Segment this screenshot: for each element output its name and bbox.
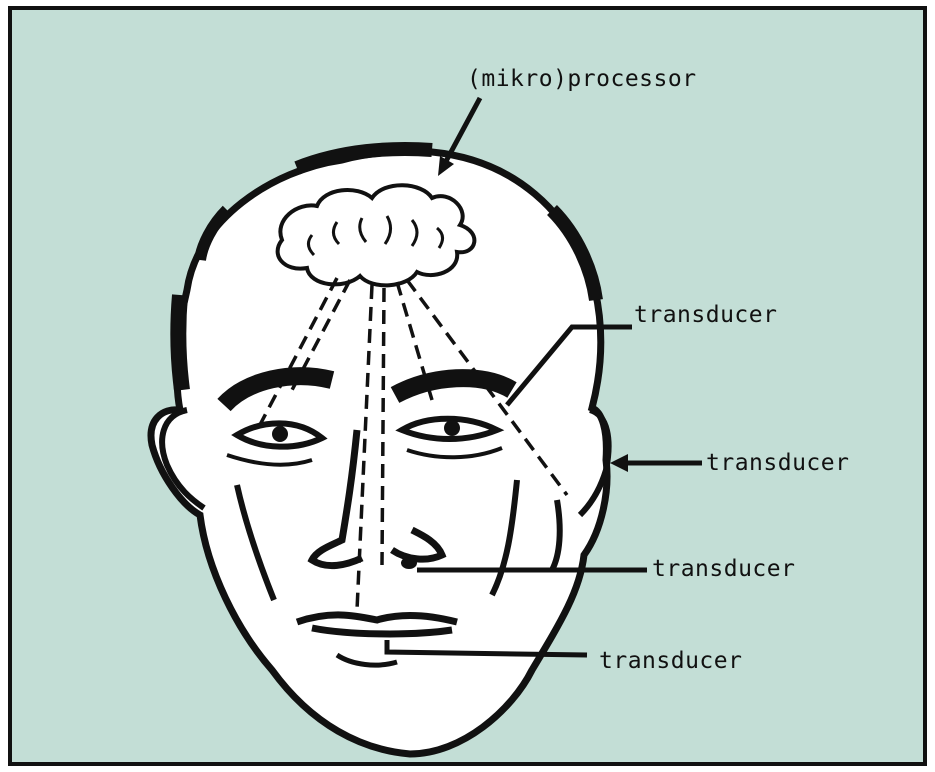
face-illustration — [12, 10, 927, 766]
eye-transducer-label: transducer — [634, 302, 777, 328]
diagram-frame: (mikro)processor transducer transducer t… — [8, 6, 927, 766]
temple-left — [178, 295, 182, 390]
mouth-transducer-label: transducer — [599, 648, 742, 674]
nose-transducer-label: transducer — [652, 556, 795, 582]
ear-transducer-label: transducer — [706, 450, 849, 476]
processor-label: (mikro)processor — [467, 66, 697, 92]
